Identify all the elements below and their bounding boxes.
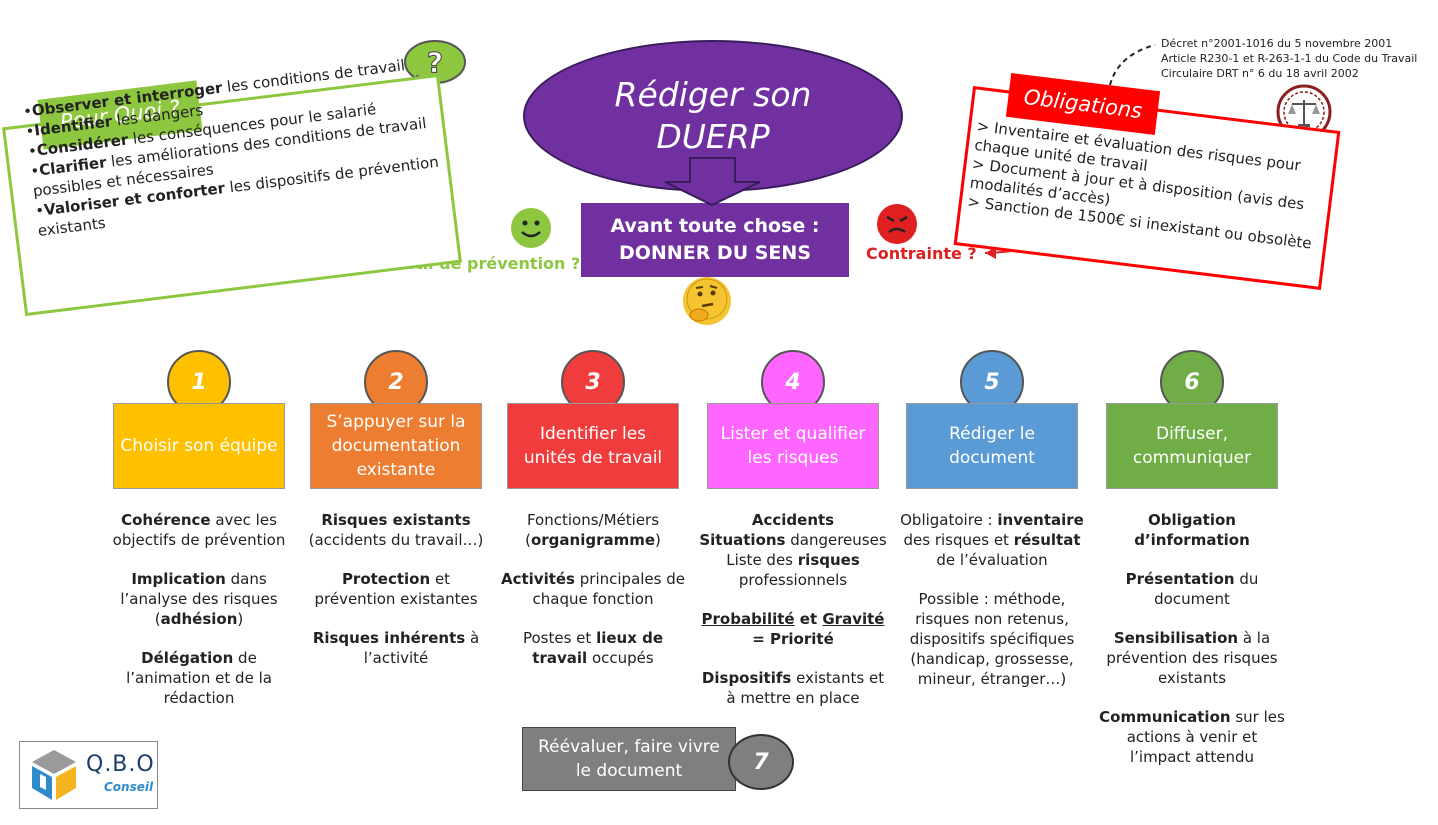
step-detail: Postes et lieux de travail occupés (497, 628, 689, 668)
step-detail-text: Activités (500, 570, 575, 588)
step-detail: Sensibilisation à la prévention des risq… (1096, 628, 1288, 688)
step-detail-text: (accidents du travail…) (308, 531, 484, 549)
thinking-face-icon (683, 277, 731, 325)
step-detail-text: adhésion (160, 610, 238, 628)
step-5-details: Obligatoire : inventaire des risques et … (896, 510, 1088, 708)
step-detail-text: Gravité (822, 610, 885, 628)
step-detail-text: Communication (1099, 708, 1231, 726)
step-detail-text: Postes et (522, 629, 597, 647)
legal-ref: Article R230-1 et R-263-1-1 du Code du T… (1161, 52, 1418, 65)
step-detail-text: inventaire (997, 511, 1084, 529)
step-detail-text: professionnels (738, 571, 848, 589)
step-detail-text: et prévention existantes (314, 570, 478, 608)
step-detail-text: Obligatoire : (900, 511, 998, 529)
step-detail-text: risques (797, 551, 860, 569)
step-detail-text: ) (655, 531, 661, 549)
step-detail: Activités principales de chaque fonction (497, 569, 689, 609)
step-detail-text: et (794, 610, 823, 628)
step-detail: Fonctions/Métiers (organigramme) (497, 510, 689, 550)
step-detail: Cohérence avec les objectifs de préventi… (103, 510, 295, 550)
title-line-2: DUERP (656, 117, 770, 156)
step-detail-text: dangereuses Liste des (726, 531, 887, 569)
legal-ref: Circulaire DRT n° 6 du 18 avril 2002 (1161, 67, 1359, 80)
contrainte-label: Contrainte ? (866, 244, 977, 263)
step-detail-text: du document (1154, 570, 1259, 608)
step-detail-text: Cohérence (121, 511, 211, 529)
step-detail-text: des risques et (903, 531, 1014, 549)
step-detail-text: sur les actions à venir et l’impact atte… (1126, 708, 1285, 766)
cube-logo-icon (32, 750, 76, 800)
step-2-label: S’appuyer sur la documentation existante (310, 403, 482, 489)
step-detail: Présentation du document (1096, 569, 1288, 609)
step-detail-text: organigramme (530, 531, 656, 549)
legal-ref: Décret n°2001-1016 du 5 novembre 2001 (1161, 37, 1393, 50)
refs-link (1109, 44, 1156, 86)
angry-face-icon (877, 204, 917, 244)
step-detail-text: occupés (587, 649, 654, 667)
step-detail-text: Implication (131, 570, 226, 588)
step-1-details: Cohérence avec les objectifs de préventi… (103, 510, 295, 727)
center-box: Avant toute chose : DONNER DU SENS (581, 203, 849, 277)
step-4-label: Lister et qualifier les risques (707, 403, 879, 489)
step-detail-text: Situations (699, 531, 786, 549)
center-line-1: Avant toute chose : (610, 215, 820, 237)
step-detail-text: Obligation d’information (1134, 511, 1250, 549)
step-detail-text: Protection (341, 570, 431, 588)
step-3-details: Fonctions/Métiers (organigramme) Activité… (497, 510, 689, 687)
step-detail-text: = Priorité (752, 630, 834, 648)
step-detail-text: ) (237, 610, 244, 628)
step-detail: Obligatoire : inventaire des risques et … (896, 510, 1088, 570)
logo-name: Q.B.O (86, 752, 155, 777)
step-detail-text: Possible : méthode, risques non retenus,… (909, 590, 1075, 688)
step-detail-text: Risques inhérents (312, 629, 466, 647)
down-arrow (664, 157, 761, 207)
step-detail: Obligation d’information (1096, 510, 1288, 550)
step-2-details: Risques existants (accidents du travail…… (300, 510, 492, 687)
step-3-label: Identifier les unités de travail (507, 403, 679, 489)
step-detail-text: avec les objectifs de prévention (112, 511, 286, 549)
step-detail: Risques existants (accidents du travail…… (300, 510, 492, 550)
step-detail: Communication sur les actions à venir et… (1096, 707, 1288, 767)
step-detail-text: de l’animation et de la rédaction (126, 649, 272, 707)
step-detail-text: Risques existants (321, 511, 471, 529)
step-detail: Probabilité et Gravité = Priorité (697, 609, 889, 649)
step-detail: Risques inhérents à l’activité (300, 628, 492, 668)
logo-subtitle: Conseil (104, 780, 154, 794)
smile-icon (511, 208, 551, 248)
step-detail: Dispositifs existants et à mettre en pla… (697, 668, 889, 708)
step-detail: Implication dans l’analyse des risques (… (103, 569, 295, 629)
legal-references: Décret n°2001-1016 du 5 novembre 2001 Ar… (1161, 36, 1417, 81)
step-detail-text: existants et à mettre en place (726, 669, 885, 707)
step-detail-text: Probabilité (701, 610, 795, 628)
title-ellipse: Rédiger son DUERP (523, 40, 903, 192)
step-detail-text: principales de chaque fonction (532, 570, 685, 608)
step-detail-text: Sensibilisation (1113, 629, 1239, 647)
step-detail: Protection et prévention existantes (300, 569, 492, 609)
step-7-line-1: Réévaluer, faire vivre (538, 737, 720, 757)
step-detail-text: Accidents (751, 511, 835, 529)
step-1-label: Choisir son équipe (113, 403, 285, 489)
center-line-2: DONNER DU SENS (618, 242, 811, 264)
step-detail-text: Dispositifs (701, 669, 792, 687)
step-detail-text: à la prévention des risques existants (1106, 629, 1278, 687)
step-detail-text: résultat (1013, 531, 1081, 549)
step-6-label: Diffuser, communiquer (1106, 403, 1278, 489)
step-detail-text: dans l’analyse des risques ( (120, 570, 278, 628)
step-detail-text: Fonctions/Métiers ( (525, 511, 660, 549)
step-detail-text: Délégation (141, 649, 234, 667)
step-detail-text: à l’activité (363, 629, 480, 667)
step-detail: Délégation de l’animation et de la rédac… (103, 648, 295, 708)
step-detail-text: lieux de travail (532, 629, 664, 667)
step-detail: Possible : méthode, risques non retenus,… (896, 589, 1088, 689)
step-7-number: 7 (728, 734, 794, 790)
step-7-line-2: le document (575, 761, 683, 781)
title-line-1: Rédiger son (614, 75, 812, 114)
step-5-label: Rédiger le document (906, 403, 1078, 489)
step-detail-text: de l’évaluation (936, 551, 1048, 569)
svg-text:?: ? (427, 46, 443, 79)
step-detail-text: Présentation (1125, 570, 1235, 588)
